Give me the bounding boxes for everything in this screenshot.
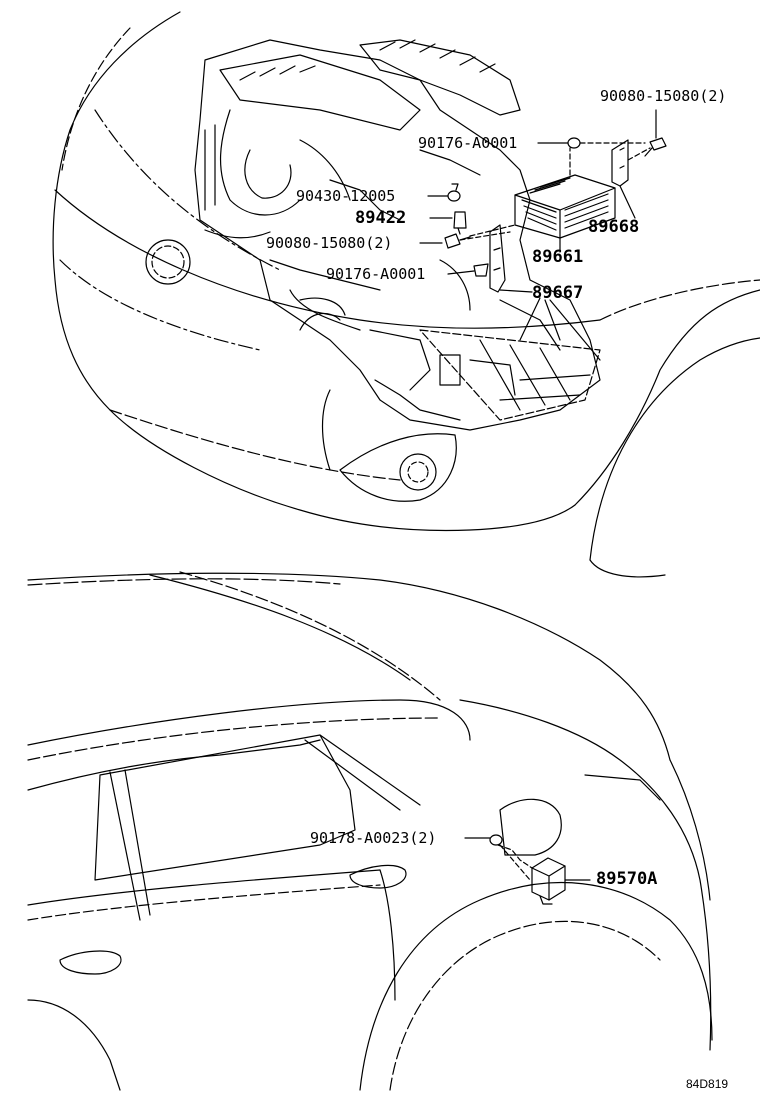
diagram-code: 84D819 (686, 1077, 729, 1091)
front-body-outline (52, 11, 760, 578)
ecu-89661 (514, 174, 616, 239)
part-label-90080-15080-top[interactable]: 90080-15080(2) (600, 87, 727, 105)
part-label-90176-a0001-mid[interactable]: 90176-A0001 (326, 265, 426, 283)
part-label-89667[interactable]: 89667 (532, 283, 584, 303)
rear-body-outline (27, 571, 713, 1091)
part-label-90178-a0023[interactable]: 90178-A0023(2) (310, 829, 437, 847)
part-label-90176-a0001-top[interactable]: 90176-A0001 (418, 134, 518, 152)
module-89570a (464, 834, 591, 905)
engine-assembly (194, 39, 601, 431)
part-label-90080-15080-mid[interactable]: 90080-15080(2) (266, 234, 393, 252)
part-label-89668[interactable]: 89668 (588, 217, 640, 237)
part-label-90430-12005[interactable]: 90430-12005 (296, 187, 396, 205)
part-label-89661[interactable]: 89661 (532, 247, 584, 267)
bracket-89668 (611, 139, 629, 187)
bracket-89667 (489, 224, 506, 293)
part-label-89422[interactable]: 89422 (355, 208, 407, 228)
part-label-89570a[interactable]: 89570A (596, 869, 658, 889)
leader-lines-top (419, 109, 657, 361)
